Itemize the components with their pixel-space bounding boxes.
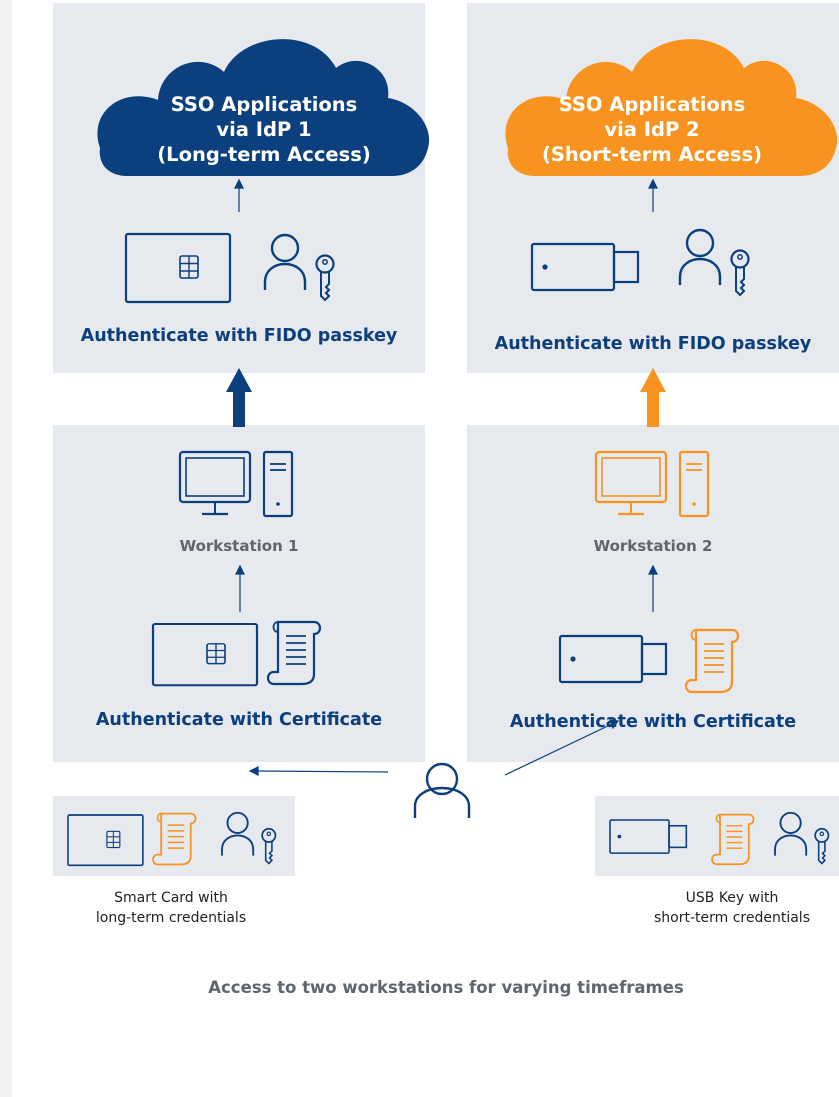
right-credential-panel [595, 796, 839, 876]
left-fido-label: Authenticate with FIDO passkey [80, 326, 398, 346]
left-fido-panel [53, 3, 425, 373]
left-workstation-label: Workstation 1 [179, 537, 299, 555]
right-cloud-title: SSO Applications via IdP 2 (Short-term A… [480, 92, 824, 167]
left-cloud-title: SSO Applications via IdP 1 (Long-term Ac… [92, 92, 436, 167]
right-workstation-label: Workstation 2 [593, 537, 713, 555]
cloud-line: via IdP 2 [604, 118, 700, 141]
user-icon [413, 762, 471, 818]
right-credential-caption: USB Key with short-term credentials [625, 888, 839, 928]
right-fido-label: Authenticate with FIDO passkey [494, 334, 812, 354]
cloud-line: SSO Applications [558, 93, 746, 116]
right-cert-label: Authenticate with Certificate [509, 712, 797, 732]
footer-caption: Access to two workstations for varying t… [208, 978, 684, 997]
cloud-line: via IdP 1 [216, 118, 312, 141]
left-cert-label: Authenticate with Certificate [95, 710, 383, 730]
right-thick-arrow [640, 368, 666, 427]
caption-line: short-term credentials [653, 910, 810, 926]
left-credential-caption: Smart Card with long-term credentials [66, 888, 276, 928]
left-edge-stripe [0, 0, 12, 1097]
left-thick-arrow [226, 368, 252, 427]
cloud-line: (Short-term Access) [541, 143, 763, 166]
cloud-line: (Long-term Access) [157, 143, 371, 166]
caption-line: long-term credentials [95, 910, 247, 926]
right-fido-panel [467, 3, 839, 373]
caption-line: Smart Card with [114, 890, 228, 906]
cloud-line: SSO Applications [170, 93, 358, 116]
left-credential-panel [53, 796, 295, 876]
caption-line: USB Key with [685, 890, 779, 906]
